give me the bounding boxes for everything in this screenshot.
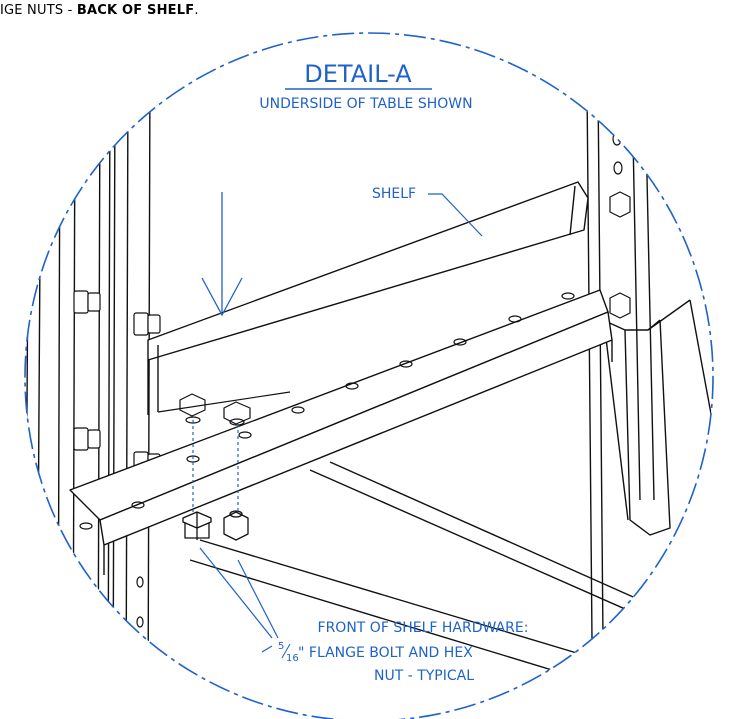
top-note-prefix: IGE NUTS -	[0, 3, 77, 18]
detail-border	[24, 32, 714, 719]
right-leg	[586, 84, 713, 641]
hardware-label-line3: NUT - TYPICAL	[374, 668, 474, 684]
detail-subtitle: UNDERSIDE OF TABLE SHOWN	[259, 96, 472, 112]
left-leg-bolts	[73, 290, 161, 628]
shelf-panel	[147, 181, 589, 415]
arrow-down-icon	[201, 192, 243, 317]
hardware-label-line2-rest: " FLANGE BOLT AND HEX	[298, 645, 473, 661]
top-note-suffix: .	[194, 3, 199, 18]
hex-nut-icon	[223, 510, 249, 541]
rail-holes	[79, 292, 575, 530]
top-note: IGE NUTS - BACK OF SHELF.	[0, 3, 199, 18]
fraction-denominator: 16	[286, 653, 299, 664]
detail-title: DETAIL-A	[304, 60, 412, 88]
left-leg	[25, 59, 151, 719]
flange-bolt-icon	[182, 511, 212, 540]
hardware-label-line2: 5 16 " FLANGE BOLT AND HEX	[278, 641, 473, 664]
shelf-label: SHELF	[372, 186, 416, 202]
top-note-emphasis: BACK OF SHELF	[76, 3, 195, 18]
fraction-numerator: 5	[278, 641, 284, 652]
shelf-rail	[69, 289, 613, 575]
alignment-lines	[192, 420, 239, 512]
shelf-nuts	[157, 391, 291, 426]
right-leg-holes	[609, 132, 631, 319]
hardware-label-line1: FRONT OF SHELF HARDWARE:	[318, 620, 529, 636]
hardware-leaders	[199, 547, 279, 653]
shelf-leader	[428, 193, 483, 237]
